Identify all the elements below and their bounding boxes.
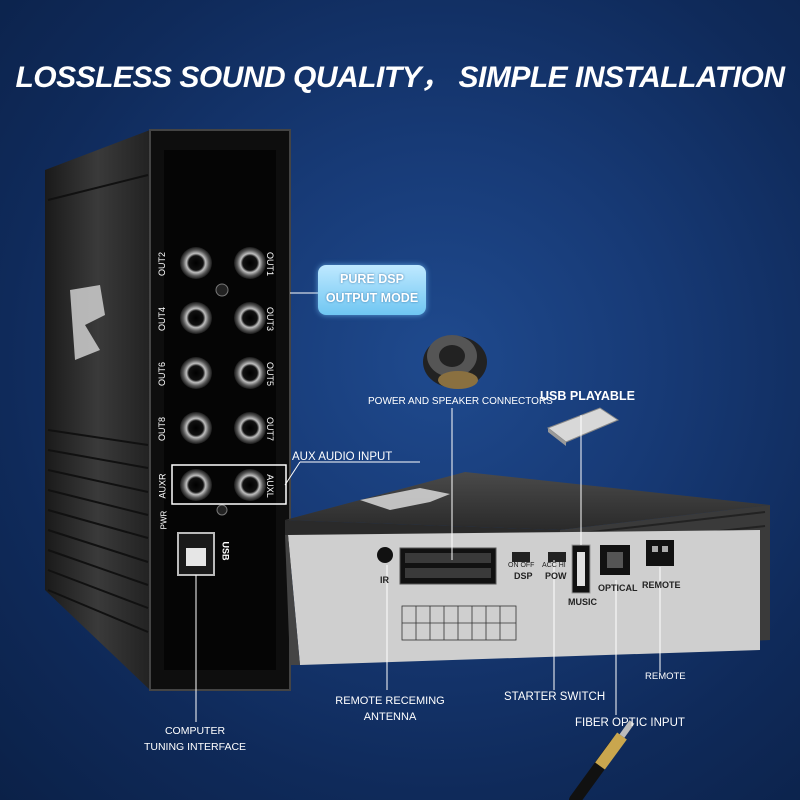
dsp-switch: [512, 552, 530, 562]
ir-sensor: [377, 547, 393, 563]
right-amp-top: [285, 472, 770, 530]
rca-jacks: [180, 247, 266, 516]
left-amplifier: [45, 129, 291, 691]
label-auxl: AUXL: [264, 474, 275, 498]
label-out6: OUT6: [157, 361, 168, 387]
label-out4: OUT4: [157, 306, 168, 332]
label-out1: OUT1: [265, 251, 276, 277]
right-amplifier: [285, 472, 770, 665]
aux-highlight-box: [171, 464, 287, 505]
label-optical: OPTICAL: [598, 583, 638, 593]
callout-remote: REMOTE: [645, 671, 686, 682]
label-dsp: DSP: [514, 571, 533, 581]
usb-stick-icon: [546, 407, 620, 446]
callout-remote-receiving: REMOTE RECEMING ANTENNA: [320, 693, 460, 725]
label-remote-port: REMOTE: [642, 580, 681, 590]
pow-switch: [548, 552, 566, 562]
callout-power-speaker: POWER AND SPEAKER CONNECTORS: [368, 396, 553, 407]
computer-line2: TUNING INTERFACE: [143, 741, 247, 753]
callout-starter-switch: STARTER SWITCH: [504, 691, 606, 703]
remote-receiving-line1: REMOTE RECEMING: [335, 695, 445, 707]
brand-logo-left: [70, 285, 105, 360]
usb-b-port: [177, 532, 215, 576]
label-usb: USB: [220, 541, 231, 561]
computer-line1: COMPUTER: [164, 725, 226, 737]
label-acc-hi: ACC HI: [542, 562, 566, 569]
callout-fiber-optic: FIBER OPTIC INPUT: [575, 717, 685, 729]
label-music: MUSIC: [568, 597, 597, 607]
pure-dsp-callout: PURE DSP OUTPUT MODE: [318, 265, 426, 315]
callout-computer: COMPUTER TUNING INTERFACE: [120, 723, 270, 755]
pin-chart: [401, 605, 517, 641]
label-out5: OUT5: [265, 361, 276, 387]
label-out7: OUT7: [265, 416, 276, 442]
heat-fins: [47, 174, 149, 633]
label-ir: IR: [380, 575, 389, 585]
optical-cable-icon: [569, 720, 635, 800]
remote-port: [646, 540, 674, 566]
label-auxr: AUXR: [157, 473, 168, 499]
callout-aux-audio-input: AUX AUDIO INPUT: [292, 451, 393, 463]
remote-receiving-line2: ANTENNA: [363, 711, 417, 723]
label-out8: OUT8: [157, 416, 168, 442]
label-on-off: ON OFF: [508, 562, 535, 569]
pure-dsp-line2: OUTPUT MODE: [325, 291, 419, 305]
speaker-icon: [423, 335, 487, 389]
label-out3: OUT3: [265, 306, 276, 332]
label-pwr: PWR: [159, 510, 169, 530]
label-out2: OUT2: [157, 251, 168, 277]
callout-usb-playable: USB PLAYABLE: [540, 389, 635, 403]
pure-dsp-line1: PURE DSP: [340, 272, 404, 286]
label-pow: POW: [545, 571, 567, 581]
left-amp-inner-panel: [164, 150, 276, 670]
left-amp-side-fins: [45, 130, 150, 690]
right-amp-front-panel: [288, 530, 760, 665]
headline: LOSSLESS SOUND QUALITY， SIMPLE INSTALLAT…: [15, 61, 785, 94]
leader-lines: [195, 292, 661, 722]
brand-logo-right: [360, 488, 450, 510]
